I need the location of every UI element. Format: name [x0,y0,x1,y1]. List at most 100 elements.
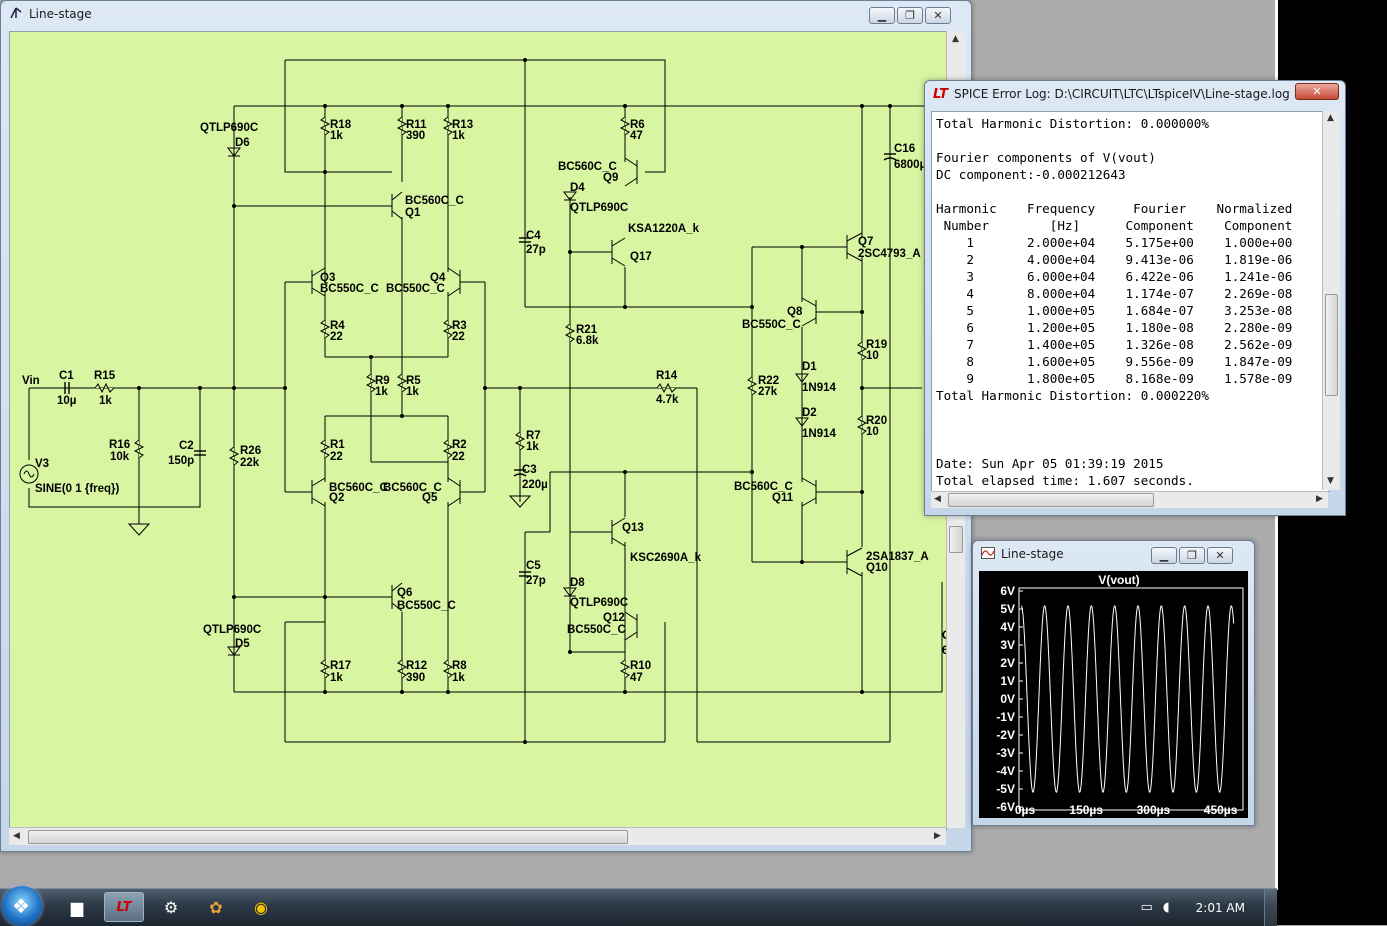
capacitor-symbols [64,153,897,577]
value-r2: 22 [452,451,465,463]
taskbar-ltspice[interactable]: LT [104,892,144,922]
transistor-symbols [311,157,863,641]
close-button[interactable]: ✕ [1295,83,1339,100]
scroll-up-arrow-icon[interactable]: ▲ [952,34,959,44]
scroll-up-arrow-icon[interactable]: ▲ [1327,113,1334,123]
label-c2: C2 [179,440,194,452]
restore-button[interactable]: ❐ [897,7,923,24]
vout-trace [1021,605,1235,793]
schematic-window-title: Line-stage [29,7,92,21]
label-r21: R21 [576,324,598,336]
scroll-right-arrow-icon[interactable]: ▶ [934,831,941,841]
waveform-title: Line-stage [1001,547,1064,561]
y-tick-label: 2V [1000,656,1015,670]
schematic-horizontal-scrollbar[interactable]: ◀ ▶ [9,827,946,845]
value-r7: 1k [526,441,539,453]
value-r8: 1k [452,672,465,684]
label-q13: Q13 [622,522,644,534]
label-r15: R15 [94,370,116,382]
y-tick-label: -2V [996,728,1015,742]
x-tick-label: 150µs [1069,803,1103,817]
value-c-partial: 6 [942,645,946,657]
schematic-window: Line-stage ▁ ❐ ✕ [0,0,972,852]
taskbar-chrome[interactable]: ◉ [241,892,281,922]
label-r13: R13 [452,119,473,131]
restore-button[interactable]: ❐ [1179,547,1205,564]
vertical-scroll-thumb[interactable] [949,526,963,553]
chrome-icon: ◉ [254,897,268,917]
label-d8: D8 [570,577,585,589]
horizontal-scroll-thumb[interactable] [948,493,1154,507]
value-c3: 220µ [522,479,548,491]
model-q12: BC550C_C [567,624,626,636]
model-q2: BC560C_C [329,482,388,494]
y-tick-label: -5V [996,782,1015,796]
chart-title: V(vout) [1098,573,1139,587]
label-r2: R2 [452,439,467,451]
value-r18: 1k [330,130,343,142]
waveform-icon [981,546,995,562]
taskbar-network[interactable]: ⚙ [151,892,191,922]
label-vin: Vin [22,375,40,387]
clock[interactable]: 2:01 AM [1195,900,1245,915]
scroll-left-arrow-icon[interactable]: ◀ [934,494,941,504]
display-icon[interactable]: ▭ [1140,900,1153,915]
y-tick-label: 6V [1000,584,1015,598]
label-c16: C16 [894,143,915,155]
show-desktop-button[interactable] [1264,889,1277,926]
horizontal-scroll-thumb[interactable] [28,830,628,844]
volume-icon[interactable]: ◖ [1162,900,1170,915]
label-r7: R7 [526,430,541,442]
schematic-canvas[interactable]: Vin C1 10µ R15 1k R16 10k C2 150p V3 SIN… [9,31,947,830]
label-q12: Q12 [603,612,625,624]
taskbar-explorer[interactable]: ▆ [57,892,97,922]
label-q11: Q11 [772,492,794,504]
model-q8: BC550C_C [742,319,801,331]
error-log-titlebar[interactable]: LT SPICE Error Log: D:\CIRCUIT\LTC\LTspi… [933,81,1290,107]
source-and-grounds [19,464,532,536]
minimize-button[interactable]: ▁ [869,7,895,24]
value-c16: 6800µ [894,159,926,171]
error-log-title: SPICE Error Log: D:\CIRCUIT\LTC\LTspiceI… [954,87,1290,101]
y-tick-label: 4V [1000,620,1015,634]
close-button[interactable]: ✕ [1207,547,1233,564]
label-c-partial: C [942,630,946,642]
label-r3: R3 [452,320,467,332]
folder-icon: ▆ [70,897,84,917]
model-q3: BC550C_C [320,283,379,295]
label-v3: V3 [35,458,49,470]
error-log-controls: ✕ [1293,83,1339,101]
taskbar-app[interactable]: ✿ [196,892,236,922]
error-log-vertical-scrollbar[interactable]: ▲ ▼ [1322,111,1340,490]
schematic-window-titlebar[interactable]: Line-stage [9,1,92,27]
palette-icon: ✿ [209,897,223,917]
label-q6: Q6 [397,587,412,599]
vertical-scroll-thumb[interactable] [1325,294,1338,396]
label-r5: R5 [406,375,421,387]
y-tick-label: 1V [1000,674,1015,688]
model-q6: BC550C_C [397,600,456,612]
scroll-right-arrow-icon[interactable]: ▶ [1316,494,1323,504]
scroll-left-arrow-icon[interactable]: ◀ [13,831,20,841]
label-c5: C5 [526,560,541,572]
value-c4: 27p [526,244,546,256]
schematic-icon [9,6,23,23]
model-q9: BC560C_C [558,161,617,173]
error-log-text-area[interactable]: Total Harmonic Distortion: 0.000000% Fou… [931,111,1330,492]
waveform-titlebar[interactable]: Line-stage [981,541,1064,567]
minimize-button[interactable]: ▁ [1151,547,1177,564]
value-r4: 22 [330,331,343,343]
close-button[interactable]: ✕ [925,7,951,24]
label-q7: Q7 [858,236,873,248]
label-d6: D6 [235,137,250,149]
error-log-horizontal-scrollbar[interactable]: ◀ ▶ [931,491,1328,508]
value-r15: 1k [99,395,112,407]
label-c3: C3 [522,464,537,476]
start-button[interactable]: ❖ [2,886,42,926]
label-r26: R26 [240,445,261,457]
network-icon: ⚙ [163,897,179,917]
scroll-down-arrow-icon[interactable]: ▼ [1327,476,1334,486]
value-v3: SINE(0 1 {freq}) [35,483,120,495]
